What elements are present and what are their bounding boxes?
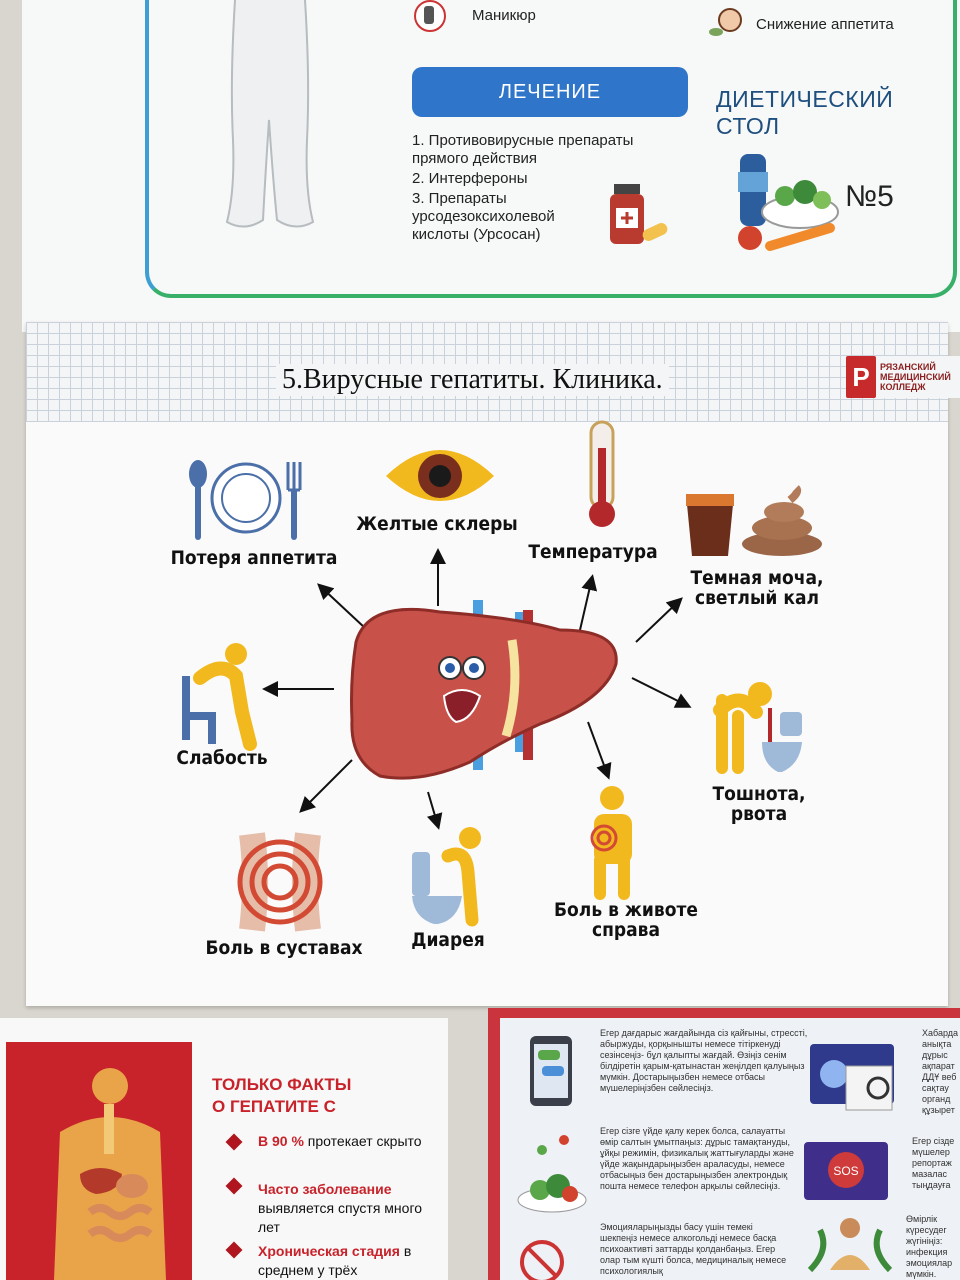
symptom-label-nausea: Тошнота, рвота <box>706 784 812 824</box>
human-anatomy-icon <box>54 1068 166 1280</box>
weak-person-icon <box>182 643 257 751</box>
symptom-label-urine-line1: Темная моча, <box>690 567 824 589</box>
kazakh-side-text: Егер сізде мүшелер репортаж мазалас тыңд… <box>912 1136 955 1190</box>
healthy-food-icon <box>738 154 839 251</box>
college-name: РЯЗАНСКИЙ МЕДИЦИНСКИЙ КОЛЛЕДЖ <box>880 362 951 392</box>
symptom-label-temperature: Температура <box>528 541 658 563</box>
fact-text: выявляется спустя много лет <box>258 1200 423 1235</box>
fact-text: в среднем у трёх <box>258 1243 412 1278</box>
symptom-label-appetite: Потеря аппетита <box>170 547 338 569</box>
fact-bold: Часто заболевание <box>258 1181 392 1197</box>
symptom-label-sclera: Желтые склеры <box>356 513 518 535</box>
hepatitis-c-title: ТОЛЬКО ФАКТЫ О ГЕПАТИТЕ С <box>212 1074 412 1118</box>
kazakh-paragraph: Егер дағдарыс жағдайында сіз қайғыны, ст… <box>600 1028 808 1093</box>
fact-item: Часто заболевание выявляется спустя мног… <box>258 1180 428 1237</box>
symptom-label-urine-line2: светлый кал <box>694 587 820 609</box>
treatment-item: 1. Противовирусные препараты прямого дей… <box>412 132 634 167</box>
phone-chat-icon <box>530 1036 572 1106</box>
symptom-label-joints: Боль в суставах <box>205 937 363 959</box>
urine-stool-icon <box>686 485 822 556</box>
diet-number: №5 <box>845 180 894 213</box>
kazakh-poster-red-band <box>488 1008 960 1018</box>
kazakh-side-text: Хабарда анықта дұрыс ақпарат ДДҰ веб сақ… <box>922 1028 959 1115</box>
fact-bold: Хроническая стадия <box>258 1243 400 1259</box>
fact-bold: В 90 % <box>258 1133 304 1149</box>
top-poster-sheet <box>22 0 960 332</box>
fact-item: В 90 % протекает скрыто <box>258 1132 428 1151</box>
arrow-diarrhea <box>426 791 443 830</box>
medicine-bottle-icon <box>610 184 668 244</box>
kazakh-paragraph: Егер сізге үйде қалу керек болса, салауа… <box>600 1126 794 1191</box>
sos-label: SOS <box>833 1164 858 1178</box>
meditation-icon <box>807 1218 893 1273</box>
treatment-item: 3. Препараты урсодезоксихолевой кислоты … <box>412 190 555 243</box>
news-monitor-icon <box>810 1044 894 1111</box>
kazakh-side-text: Өмірлік күресудег жүгініңіз: инфекция эм… <box>906 1214 953 1279</box>
arrow-urine <box>635 597 683 643</box>
symptom-label-belly-line2: справа <box>591 919 661 941</box>
top-poster-frame <box>145 0 957 298</box>
body-outline-icon <box>225 0 315 228</box>
appetite-loss-label: Снижение аппетита <box>756 16 894 33</box>
kazakh-paragraph: Эмоцияларыңызды басу үшін темекі шекпеңі… <box>600 1222 787 1276</box>
symptom-label-urine: Темная моча, светлый кал <box>681 568 834 608</box>
arrow-nausea <box>631 677 692 708</box>
symptom-label-belly-line1: Боль в животе <box>554 899 698 921</box>
thermometer-icon <box>589 420 615 527</box>
symptom-label-nausea-line1: Тошнота, <box>712 783 806 805</box>
kazakh-poster-red-edge <box>488 1008 500 1280</box>
plate-cutlery-icon <box>189 460 302 540</box>
salad-icon <box>517 1135 587 1213</box>
fact-item: Хроническая стадия в среднем у трёх <box>258 1242 428 1280</box>
no-smoking-icon <box>520 1240 564 1280</box>
fact-text: протекает скрыто <box>303 1133 422 1149</box>
arrow-appetite <box>317 583 366 629</box>
arrow-joints <box>299 759 353 813</box>
treatment-button[interactable]: ЛЕЧЕНИЕ <box>412 67 688 117</box>
arrow-belly <box>587 721 612 780</box>
treatment-list: 1. Противовирусные препараты прямого дей… <box>412 132 662 246</box>
college-logo-block: Р РЯЗАНСКИЙ МЕДИЦИНСКИЙ КОЛЛЕДЖ <box>846 356 960 398</box>
liver-icon <box>350 600 618 780</box>
manicure-label: Маникюр <box>472 7 536 24</box>
symptom-label-weakness: Слабость <box>176 747 268 769</box>
face-food-icon <box>709 8 742 36</box>
sos-tv-icon: SOS <box>804 1142 888 1200</box>
abdominal-pain-icon <box>590 786 632 900</box>
diarrhea-toilet-icon <box>412 827 481 927</box>
diet-table-title: ДИЕТИЧЕСКИЙ СТОЛ <box>716 86 894 139</box>
yellow-eye-icon <box>386 450 494 501</box>
hepatitis-c-title-line2: О ГЕПАТИТЕ С <box>212 1097 336 1116</box>
manicure-icon <box>414 0 446 32</box>
symptom-label-belly: Боль в животе справа <box>549 900 704 940</box>
hepatitis-c-title-line1: ТОЛЬКО ФАКТЫ <box>212 1075 352 1094</box>
page-title: 5.Вирусные гепатиты. Клиника. <box>276 364 669 396</box>
vomiting-person-icon <box>713 682 802 774</box>
arrows <box>262 548 692 830</box>
arrow-temperature <box>579 574 598 631</box>
college-logo: Р <box>846 356 876 398</box>
treatment-item: 2. Интерфероны <box>412 170 528 187</box>
symptom-label-diarrhea: Диарея <box>411 929 485 951</box>
symptom-label-nausea-line2: рвота <box>730 803 788 825</box>
joint-pain-icon <box>237 832 323 932</box>
clinic-poster: 5.Вирусные гепатиты. Клиника. Р РЯЗАНСКИ… <box>26 322 960 1006</box>
